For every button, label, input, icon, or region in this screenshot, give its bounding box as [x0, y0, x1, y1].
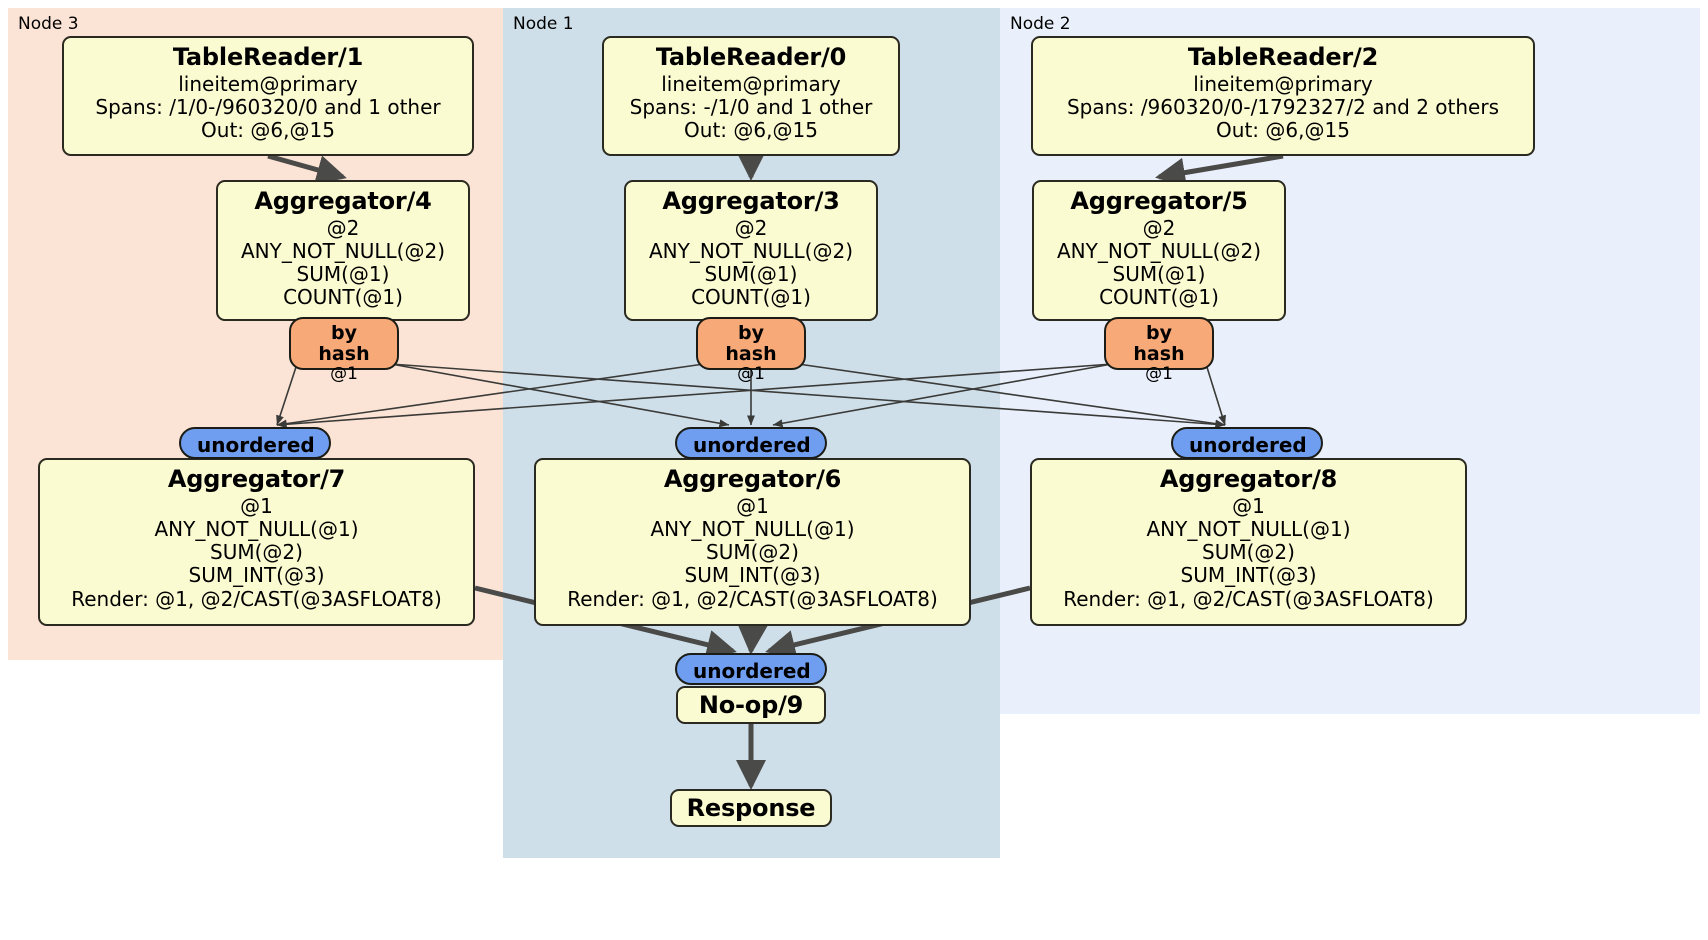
- aggregator-4-line: ANY_NOT_NULL(@2): [241, 239, 445, 264]
- aggregator-7-title: Aggregator/7: [167, 465, 346, 493]
- node-region-label: Node 2: [1010, 14, 1071, 34]
- aggregator-7-line: SUM_INT(@3): [188, 563, 325, 588]
- aggregator-4-line: COUNT(@1): [283, 285, 403, 310]
- by-hash-router-5-column: @1: [1145, 363, 1173, 384]
- aggregator-6-line: SUM(@2): [706, 540, 799, 565]
- aggregator-4-line: @2: [326, 215, 360, 240]
- unordered-synchronizer-8-label: unordered: [1189, 433, 1307, 457]
- table-reader-2-line: lineitem@primary: [1193, 71, 1373, 96]
- unordered-synchronizer-6[interactable]: unordered: [675, 427, 827, 459]
- table-reader-0-title: TableReader/0: [655, 43, 847, 71]
- aggregator-5-line: COUNT(@1): [1099, 285, 1219, 310]
- table-reader-2-title: TableReader/2: [1187, 43, 1379, 71]
- no-op-9[interactable]: No-op/9: [676, 686, 826, 724]
- unordered-synchronizer-8[interactable]: unordered: [1171, 427, 1323, 459]
- aggregator-7-line: SUM(@2): [210, 540, 303, 565]
- by-hash-router-4[interactable]: by hash@1: [289, 317, 399, 383]
- table-reader-0-line: Out: @6,@15: [684, 118, 818, 143]
- aggregator-8-line: @1: [1232, 493, 1265, 518]
- table-reader-1-line: Out: @6,@15: [201, 118, 335, 143]
- aggregator-4-title: Aggregator/4: [254, 187, 432, 215]
- table-reader-0-line: lineitem@primary: [661, 71, 841, 96]
- by-hash-router-3-label: by hash: [725, 322, 777, 365]
- aggregator-5-line: ANY_NOT_NULL(@2): [1057, 239, 1261, 264]
- aggregator-3-line: @2: [734, 215, 768, 240]
- aggregator-8-title: Aggregator/8: [1159, 465, 1338, 493]
- aggregator-3-line: ANY_NOT_NULL(@2): [649, 239, 853, 264]
- by-hash-router-3-column: @1: [737, 363, 765, 384]
- aggregator-6-line: Render: @1, @2/CAST(@3ASFLOAT8): [567, 586, 938, 611]
- aggregator-3-line: SUM(@1): [704, 262, 798, 287]
- aggregator-7-line: Render: @1, @2/CAST(@3ASFLOAT8): [71, 586, 442, 611]
- aggregator-5-line: SUM(@1): [1112, 262, 1206, 287]
- aggregator-4-line: SUM(@1): [296, 262, 390, 287]
- aggregator-6-line: @1: [736, 493, 769, 518]
- unordered-synchronizer-final-label: unordered: [693, 659, 811, 683]
- by-hash-router-3[interactable]: by hash@1: [696, 317, 806, 383]
- aggregator-7-line: @1: [240, 493, 273, 518]
- aggregator-3-line: COUNT(@1): [691, 285, 811, 310]
- aggregator-8-line: Render: @1, @2/CAST(@3ASFLOAT8): [1063, 586, 1434, 611]
- table-reader-0-line: Spans: -/1/0 and 1 other: [629, 95, 873, 120]
- aggregator-3-title: Aggregator/3: [662, 187, 840, 215]
- node-region-label: Node 1: [513, 14, 574, 34]
- aggregator-7-line: ANY_NOT_NULL(@1): [154, 517, 359, 542]
- aggregator-6-line: SUM_INT(@3): [684, 563, 821, 588]
- aggregator-8-line: ANY_NOT_NULL(@1): [1146, 517, 1351, 542]
- table-reader-2-line: Out: @6,@15: [1216, 118, 1350, 143]
- aggregator-8-line: SUM(@2): [1202, 540, 1295, 565]
- by-hash-router-5-label: by hash: [1133, 322, 1185, 365]
- response-node[interactable]: Response: [670, 789, 832, 827]
- unordered-synchronizer-7[interactable]: unordered: [179, 427, 331, 459]
- no-op-9-title: No-op/9: [698, 691, 804, 719]
- node-region-label: Node 3: [18, 14, 79, 34]
- table-reader-2-line: Spans: /960320/0-/1792327/2 and 2 others: [1066, 95, 1499, 120]
- table-reader-1-line: lineitem@primary: [178, 71, 358, 96]
- table-reader-1-line: Spans: /1/0-/960320/0 and 1 other: [95, 95, 441, 120]
- aggregator-5-line: @2: [1142, 215, 1176, 240]
- unordered-synchronizer-6-label: unordered: [693, 433, 811, 457]
- aggregator-6-line: ANY_NOT_NULL(@1): [650, 517, 855, 542]
- aggregator-6-title: Aggregator/6: [663, 465, 842, 493]
- by-hash-router-4-column: @1: [330, 363, 358, 384]
- response-node-title: Response: [686, 794, 816, 822]
- unordered-synchronizer-final[interactable]: unordered: [675, 653, 827, 685]
- table-reader-1-title: TableReader/1: [172, 43, 364, 71]
- by-hash-router-5[interactable]: by hash@1: [1104, 317, 1214, 383]
- aggregator-8-line: SUM_INT(@3): [1180, 563, 1317, 588]
- unordered-synchronizer-7-label: unordered: [197, 433, 315, 457]
- aggregator-5-title: Aggregator/5: [1070, 187, 1248, 215]
- by-hash-router-4-label: by hash: [318, 322, 370, 365]
